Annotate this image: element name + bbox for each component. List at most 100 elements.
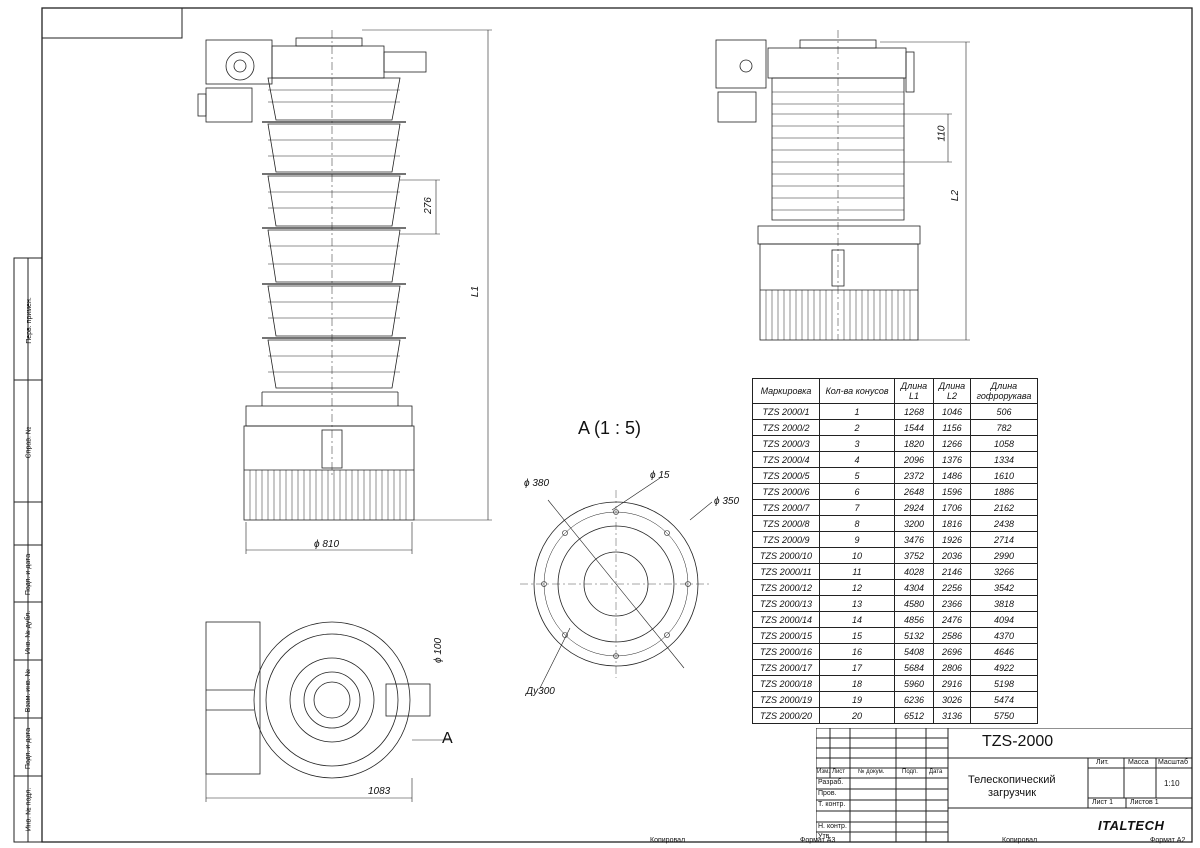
spec-cell: 5: [819, 467, 895, 484]
side-stamp: Перв. примен.: [25, 296, 33, 344]
spec-cell: 2806: [933, 659, 971, 676]
spec-cell: TZS 2000/8: [752, 515, 820, 532]
spec-cell: TZS 2000/13: [752, 595, 820, 612]
spec-cell: 2476: [933, 611, 971, 628]
drawing-name-2: загрузчик: [988, 787, 1037, 799]
spec-cell: 4: [819, 451, 895, 468]
dim-1083: 1083: [368, 786, 391, 797]
tb-row-label: Н. контр.: [818, 823, 847, 830]
spec-cell: 4094: [970, 611, 1038, 628]
spec-cell: 3752: [894, 547, 934, 564]
footer-format-2: Формат А2: [1150, 837, 1186, 844]
tb-col: Лист: [832, 769, 846, 775]
spec-cell: 1266: [933, 435, 971, 452]
spec-cell: 3: [819, 435, 895, 452]
tb-sheets: Листов 1: [1130, 799, 1159, 806]
footer-format-1: Формат А3: [800, 837, 836, 844]
tb-lit: Лит.: [1096, 759, 1109, 766]
spec-cell: TZS 2000/4: [752, 451, 820, 468]
spec-cell: 8: [819, 515, 895, 532]
spec-cell: 4370: [970, 627, 1038, 644]
tb-row-label: Т. контр.: [818, 801, 846, 808]
spec-cell: 3136: [933, 707, 971, 724]
spec-cell: TZS 2000/5: [752, 467, 820, 484]
spec-cell: 2696: [933, 643, 971, 660]
spec-cell: TZS 2000/6: [752, 483, 820, 500]
dim-d15: ϕ 15: [650, 470, 670, 481]
footer-copy-1: Копировал: [650, 837, 686, 844]
tb-row-label: Утв.: [818, 833, 832, 840]
spec-cell: 2096: [894, 451, 934, 468]
side-stamp: Инв. № подл.: [25, 787, 33, 831]
spec-cell: 2146: [933, 563, 971, 580]
spec-cell: 1334: [970, 451, 1038, 468]
spec-cell: 1268: [894, 403, 934, 420]
spec-cell: 5684: [894, 659, 934, 676]
dim-du300: Ду300: [526, 686, 555, 697]
dim-l1: L1: [470, 285, 482, 298]
spec-cell: 7: [819, 499, 895, 516]
tb-scale: 1:10: [1164, 779, 1180, 788]
spec-cell: 5960: [894, 675, 934, 692]
spec-header: Длина гофрорукава: [970, 378, 1038, 404]
tb-scale-label: Масштаб: [1158, 759, 1188, 766]
dim-l2: L2: [950, 189, 962, 202]
tb-col: Изм.: [817, 769, 830, 775]
spec-cell: 4922: [970, 659, 1038, 676]
spec-cell: 782: [970, 419, 1038, 436]
spec-cell: 3542: [970, 579, 1038, 596]
spec-cell: TZS 2000/10: [752, 547, 820, 564]
spec-cell: 2256: [933, 579, 971, 596]
drawing-name-1: Телескопический: [968, 774, 1056, 786]
spec-cell: 1046: [933, 403, 971, 420]
spec-cell: 2586: [933, 627, 971, 644]
dim-d350: ϕ 350: [714, 496, 740, 507]
dim-d810: ϕ 810: [314, 539, 340, 550]
spec-header: Маркировка: [752, 378, 820, 404]
spec-cell: TZS 2000/1: [752, 403, 820, 420]
spec-cell: 4580: [894, 595, 934, 612]
spec-cell: 9: [819, 531, 895, 548]
spec-cell: 17: [819, 659, 895, 676]
spec-cell: 5474: [970, 691, 1038, 708]
spec-cell: 20: [819, 707, 895, 724]
plan-view: [205, 621, 452, 802]
spec-cell: 3200: [894, 515, 934, 532]
spec-cell: 2648: [894, 483, 934, 500]
spec-cell: 3026: [933, 691, 971, 708]
side-view: [715, 30, 970, 341]
spec-cell: 18: [819, 675, 895, 692]
spec-cell: 15: [819, 627, 895, 644]
spec-cell: 2366: [933, 595, 971, 612]
footer-copy-2: Копировал: [1002, 837, 1038, 844]
spec-cell: 1816: [933, 515, 971, 532]
side-stamp: Подп. и дата: [25, 553, 33, 595]
spec-cell: 1596: [933, 483, 971, 500]
spec-cell: 4304: [894, 579, 934, 596]
spec-cell: 2438: [970, 515, 1038, 532]
spec-cell: 2924: [894, 499, 934, 516]
spec-cell: 506: [970, 403, 1038, 420]
spec-cell: 2162: [970, 499, 1038, 516]
drawing-code: TZS-2000: [982, 733, 1054, 750]
spec-cell: 6: [819, 483, 895, 500]
spec-cell: 5408: [894, 643, 934, 660]
spec-cell: 1156: [933, 419, 971, 436]
spec-cell: 4856: [894, 611, 934, 628]
top-left-stamp: [41, 7, 183, 39]
tb-sheet: Лист 1: [1092, 799, 1114, 806]
spec-cell: TZS 2000/11: [752, 563, 820, 580]
dim-276: 276: [422, 197, 434, 214]
